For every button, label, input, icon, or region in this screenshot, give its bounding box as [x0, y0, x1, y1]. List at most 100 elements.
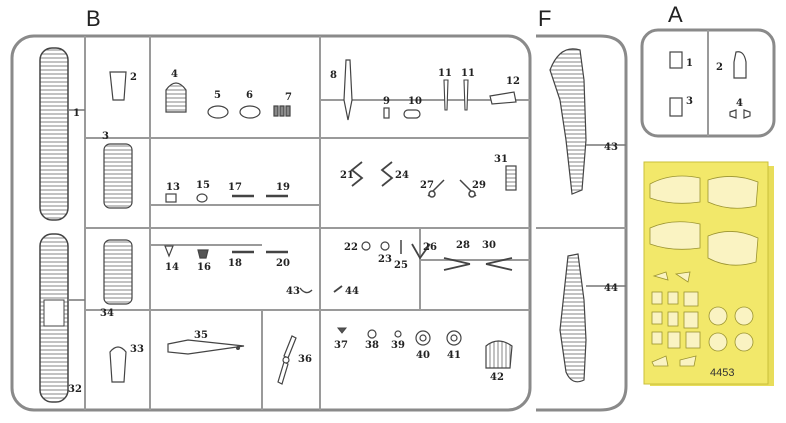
part-27-shape: [427, 179, 445, 198]
part-label-18: 18: [228, 258, 242, 269]
part-12-shape: [489, 91, 517, 105]
part-label-13: 13: [166, 182, 180, 193]
part-35-shape: [167, 339, 245, 355]
part-label-10: 10: [408, 96, 422, 107]
part-label-1: 1: [73, 108, 80, 119]
sprue-label-a: A: [668, 2, 683, 27]
part-label-36: 36: [298, 354, 312, 365]
part-10-shape: [403, 109, 421, 119]
part-38-shape: [367, 329, 377, 339]
part-41-shape: [446, 330, 462, 346]
part-label-12: 12: [506, 76, 520, 87]
part-a1-shape: [669, 51, 683, 69]
part-label-6: 6: [246, 90, 253, 101]
part-label-a3: 3: [686, 96, 693, 107]
part-label-28: 28: [456, 240, 470, 251]
part-39-shape: [394, 330, 402, 338]
part-label-40: 40: [416, 350, 430, 361]
part-44-small-shape: [333, 285, 343, 293]
part-33-shape: [109, 346, 127, 383]
part-label-11a: 11: [438, 68, 452, 79]
part-label-20: 20: [276, 258, 290, 269]
part-8-shape: [343, 59, 353, 121]
part-label-33: 33: [130, 344, 144, 355]
part-label-21: 21: [340, 170, 354, 181]
part-26-shape: [411, 243, 431, 260]
part-label-41: 41: [447, 350, 461, 361]
part-label-37: 37: [334, 340, 348, 351]
part-label-43-small: 43: [286, 286, 300, 297]
sprue-label-f: F: [538, 6, 551, 31]
part-label-11b: 11: [461, 68, 475, 79]
part-label-42: 42: [490, 372, 504, 383]
part-label-39: 39: [391, 340, 405, 351]
part-29-shape: [459, 179, 477, 198]
part-label-a2: 2: [716, 62, 723, 73]
part-11-shape-b: [463, 79, 469, 111]
part-11-shape-a: [443, 79, 449, 111]
part-14-shape: [164, 245, 174, 258]
part-label-35: 35: [194, 330, 208, 341]
part-label-15: 15: [196, 180, 210, 191]
part-37-shape: [336, 327, 348, 334]
part-15-shape: [196, 193, 208, 203]
mask-sheet-code: 4453: [710, 367, 734, 379]
part-7-shape: [273, 105, 291, 117]
part-label-3: 3: [102, 131, 109, 142]
part-label-31: 31: [494, 154, 508, 165]
part-5-shape: [207, 105, 229, 119]
part-label-9: 9: [383, 96, 390, 107]
part-label-4: 4: [171, 69, 178, 80]
sprue-b-frame: [10, 34, 532, 412]
part-28-shape: [443, 257, 471, 271]
part-label-17: 17: [228, 182, 242, 193]
part-3-shape: [103, 143, 133, 209]
part-label-29: 29: [472, 180, 486, 191]
part-label-19: 19: [276, 182, 290, 193]
part-label-44: 44: [604, 283, 618, 294]
part-a3-shape: [669, 97, 683, 117]
part-label-22: 22: [344, 242, 358, 253]
part-label-38: 38: [365, 340, 379, 351]
part-label-27: 27: [420, 180, 434, 191]
part-24-shape: [380, 161, 394, 187]
part-30-shape: [485, 257, 513, 271]
part-label-a4: 4: [736, 98, 743, 109]
part-label-7: 7: [285, 92, 292, 103]
part-label-8: 8: [330, 70, 337, 81]
part-label-30: 30: [482, 240, 496, 251]
fuselage-half-44: [559, 253, 626, 383]
part-label-16: 16: [197, 262, 211, 273]
part-label-34: 34: [100, 308, 114, 319]
part-31-shape: [505, 165, 517, 191]
part-40-shape: [415, 330, 431, 346]
part-label-32: 32: [68, 384, 82, 395]
part-label-43: 43: [604, 142, 618, 153]
mask-sheet: 4453: [643, 161, 774, 386]
part-43-small-shape: [299, 287, 313, 294]
part-4-shape: [165, 82, 187, 113]
part-label-a1: 1: [686, 58, 693, 69]
part-a2-shape: [733, 51, 747, 79]
part-21-shape: [350, 161, 364, 187]
part-9-shape: [383, 107, 390, 119]
part-34-shape: [103, 239, 133, 305]
part-label-14: 14: [165, 262, 179, 273]
part-label-23: 23: [378, 254, 392, 265]
wing-part-lower: [39, 233, 85, 403]
part-a4-shape: [729, 109, 751, 119]
part-label-5: 5: [214, 90, 221, 101]
part-42-shape: [485, 340, 513, 369]
part-23-shape: [380, 241, 390, 251]
fuselage-half-43: [549, 48, 626, 195]
wing-part-upper: [39, 47, 85, 221]
part-36-shape: [277, 335, 297, 385]
part-6-shape: [239, 105, 261, 119]
sprue-label-b: B: [86, 6, 101, 31]
part-label-24: 24: [395, 170, 409, 181]
part-16-shape: [197, 249, 209, 259]
part-13-shape: [165, 193, 177, 203]
part-label-26: 26: [423, 242, 437, 253]
part-2-shape: [109, 71, 127, 101]
